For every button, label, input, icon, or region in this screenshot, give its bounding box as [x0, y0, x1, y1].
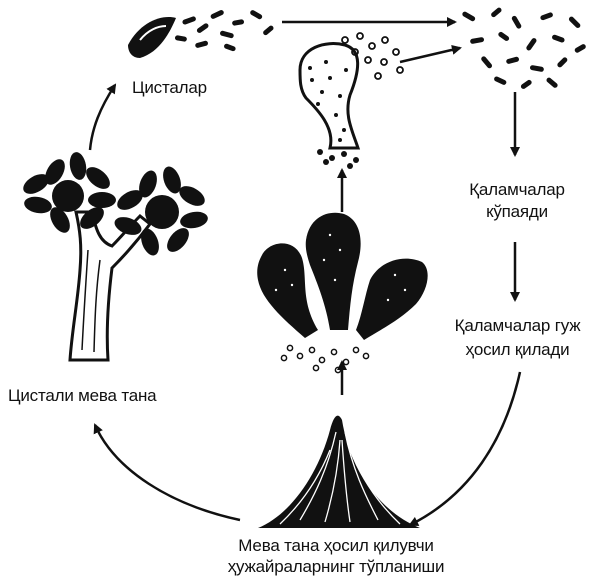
label-fruit-formation-line2: ҳужайраларнинг тўпланиши — [186, 557, 486, 577]
label-cyst-fruit-body: Цистали мева тана — [8, 386, 156, 406]
cyst-cluster-icon — [128, 9, 275, 58]
label-cysts: Цисталар — [132, 78, 207, 98]
left-head — [20, 151, 116, 236]
label-fruit-formation-line1: Мева тана ҳосил қилувчи — [186, 536, 486, 556]
arrow-fruitbody-to-cysts — [90, 85, 115, 150]
arrow-germination-to-rods — [400, 48, 460, 62]
arrow-swarm-to-aggregation — [410, 372, 520, 525]
label-rods-swarm-line2: ҳосил қилади — [440, 340, 595, 360]
developing-fruit-body-icon — [257, 213, 427, 373]
rod-cells-icon — [461, 7, 586, 90]
label-rods-multiply-line2: кўпаяди — [452, 202, 582, 222]
cell-aggregation-mound-icon — [258, 416, 420, 528]
germinating-cyst-icon — [300, 33, 403, 169]
label-rods-multiply-line1: Қаламчалар — [452, 180, 582, 200]
cyst-fruit-body-icon — [20, 151, 209, 360]
arrow-aggregation-to-fruitbody — [95, 425, 240, 520]
label-rods-swarm-line1: Қаламчалар гуж — [440, 316, 595, 336]
